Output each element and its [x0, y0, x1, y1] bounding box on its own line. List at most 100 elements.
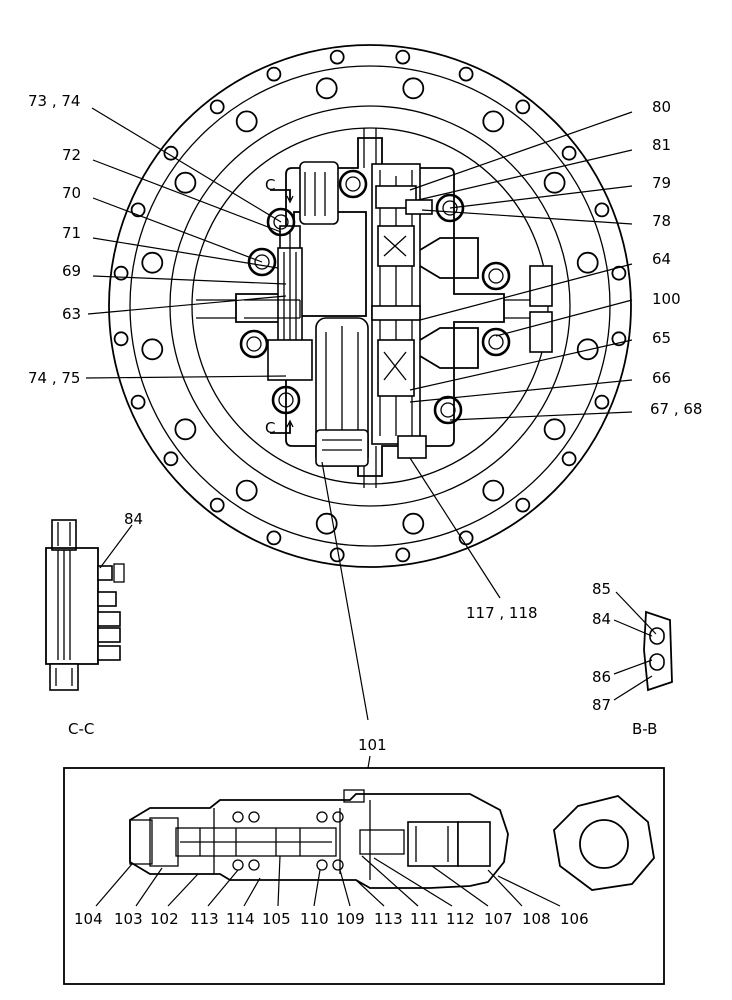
hub-plate [235, 137, 505, 477]
bb-callout-85: 85 [592, 580, 611, 598]
callout-101: 101 [358, 736, 387, 754]
callout-67-68: 67 , 68 [650, 400, 702, 418]
outer-bolt-hole [113, 331, 129, 347]
name-plate-lower [529, 311, 553, 353]
outer-bolt-hole [209, 497, 225, 513]
cc-bottom-cap [49, 663, 79, 691]
outer-bolt-hole [266, 530, 282, 546]
detail-callout-103: 103 [114, 910, 143, 928]
valve-plug-74 [267, 339, 313, 381]
detail-callout-105: 105 [262, 910, 291, 928]
cc-top-cap [51, 519, 77, 551]
detail-callout-111: 111 [410, 910, 439, 928]
outer-bolt-hole [515, 99, 531, 115]
detail-callout-110: 110 [300, 910, 329, 928]
callout-71: 71 [62, 224, 81, 242]
callout-79: 79 [652, 174, 671, 192]
bb-callout-87: 87 [592, 696, 611, 714]
main-leader-lines [85, 107, 633, 769]
inner-bolt-hole [482, 479, 505, 502]
port-upper [419, 237, 479, 279]
part-104 [129, 819, 153, 865]
section-mark-c [270, 189, 294, 434]
callout-117-118: 117 , 118 [466, 604, 538, 622]
callout-72: 72 [62, 146, 81, 164]
callout-78: 78 [652, 212, 671, 230]
detail-callout-113b: 113 [374, 910, 403, 928]
outer-bolt-hole [130, 394, 146, 410]
outer-bolt-hole [266, 66, 282, 82]
inner-bolt-hole [174, 418, 197, 441]
valve-plug-78 [405, 199, 433, 215]
bb-callout-84: 84 [592, 610, 611, 628]
inner-bolt-hole [141, 251, 164, 274]
section-cc-view [45, 519, 133, 691]
part-103 [149, 817, 179, 867]
spool-a [377, 225, 415, 267]
inner-bolt-hole [543, 171, 566, 194]
bb-view-title: B-B [632, 720, 657, 738]
outer-bolt-hole [611, 331, 627, 347]
inner-bolt-hole [482, 110, 505, 133]
inner-bolt-hole [402, 77, 425, 100]
outer-bolt-hole [209, 99, 225, 115]
part-108 [457, 821, 491, 867]
callout-63: 63 [62, 305, 81, 323]
outer-bolt-hole [561, 145, 577, 161]
detail-101-hex-end-view [553, 795, 655, 891]
flange-hub-ring [191, 127, 549, 485]
outer-bolt-hole [163, 145, 179, 161]
inner-bolt-hole [576, 251, 599, 274]
inner-bolt-holes [141, 77, 599, 535]
callout-100: 100 [652, 290, 681, 308]
detail-101-leader-lines [95, 855, 561, 907]
hub-cross-slot-h [196, 299, 544, 319]
detail-callout-114: 114 [226, 910, 255, 928]
outer-bolt-holes [113, 49, 627, 563]
detail-callout-113a: 113 [190, 910, 219, 928]
outer-bolt-hole [329, 49, 345, 65]
cc-view-title: C-C [68, 720, 94, 738]
inner-bolt-hole [543, 418, 566, 441]
relief-valve-head [315, 429, 369, 467]
detail-callout-107: 107 [484, 910, 513, 928]
callout-66: 66 [652, 369, 671, 387]
inner-bolt-hole [402, 512, 425, 535]
part-105-rod [175, 827, 337, 857]
detail-callout-102: 102 [150, 910, 179, 928]
section-label-c-bottom: C [265, 419, 275, 437]
outer-bolt-hole [515, 497, 531, 513]
inner-bolt-hole [174, 171, 197, 194]
inner-bolt-hole [235, 110, 258, 133]
outer-bolt-hole [561, 451, 577, 467]
callout-81: 81 [652, 136, 671, 154]
outer-bolt-hole [163, 451, 179, 467]
detail-callout-108: 108 [522, 910, 551, 928]
inner-bolt-hole [141, 338, 164, 361]
callout-64: 64 [652, 250, 671, 268]
bb-body [643, 610, 673, 692]
bb-hole-lower [649, 653, 665, 671]
detail-callout-106: 106 [560, 910, 589, 928]
name-plate-upper [529, 265, 553, 307]
detail-callout-104: 104 [74, 910, 103, 928]
callout-74-75: 74 , 75 [28, 369, 80, 387]
detail-callout-109: 109 [336, 910, 365, 928]
flange-main-view: C C [108, 44, 632, 568]
cc-body [45, 547, 99, 665]
spool-land [371, 305, 421, 321]
outer-bolt-hole [130, 202, 146, 218]
bb-callout-86: 86 [592, 668, 611, 686]
outer-bolt-hole [395, 547, 411, 563]
section-label-c-top: C [265, 176, 275, 194]
callout-69: 69 [62, 262, 81, 280]
detail-101-cartridge [129, 789, 509, 889]
cc-callout-84: 84 [124, 510, 143, 528]
inner-bolt-hole [315, 512, 338, 535]
callout-65: 65 [652, 329, 671, 347]
outer-bolt-hole [395, 49, 411, 65]
inner-bolt-hole [315, 77, 338, 100]
port-lower [419, 327, 479, 369]
callout-70: 70 [62, 184, 81, 202]
